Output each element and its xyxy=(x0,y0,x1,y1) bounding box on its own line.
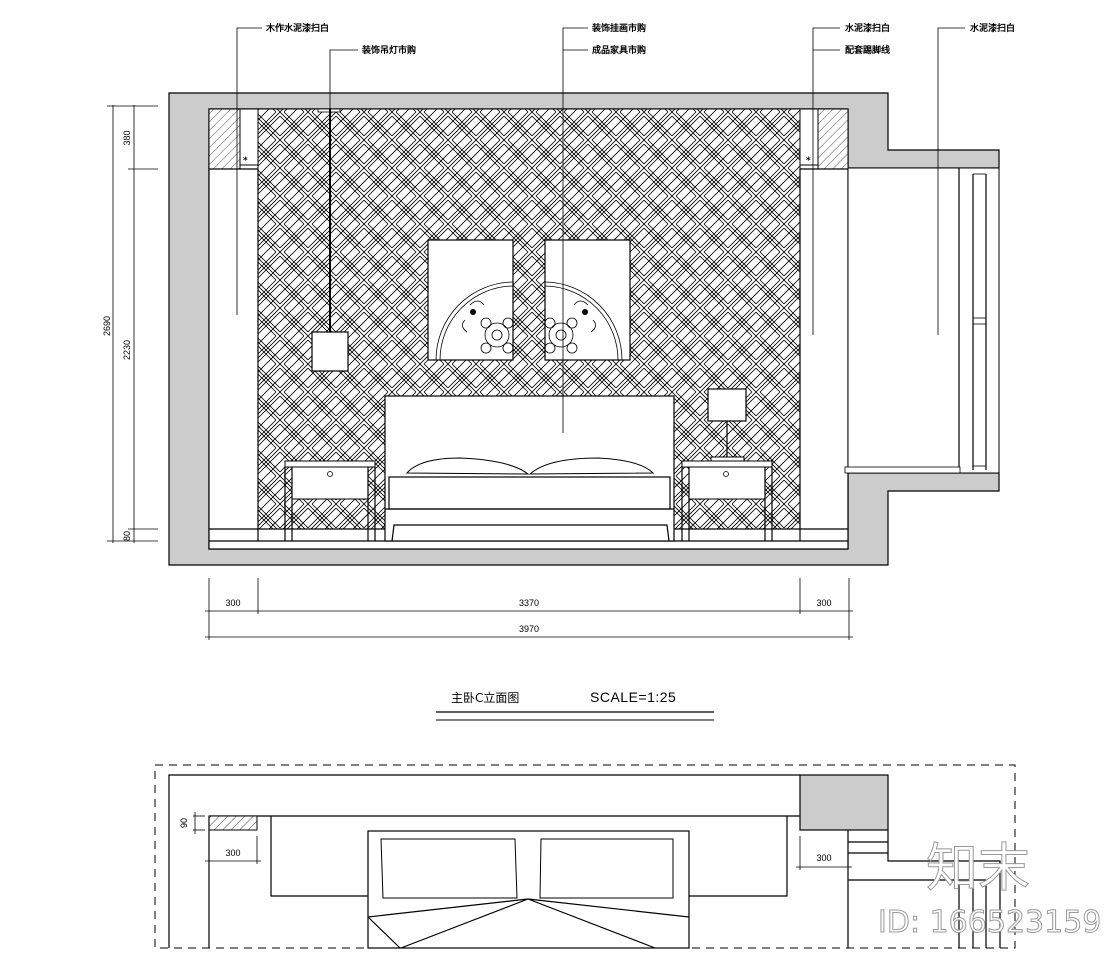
dim-total-width: 3970 xyxy=(519,624,539,634)
dim-plan-left-width: 300 xyxy=(225,848,240,858)
vertical-dimensions: 2690 380 2230 80 xyxy=(102,105,158,543)
dim-plan-depth: 90 xyxy=(179,818,189,828)
dim-left-width: 300 xyxy=(225,598,240,608)
plan-view: 90 300 300 xyxy=(154,764,1016,949)
dim-skirting-height: 80 xyxy=(122,531,132,541)
annotation-label: 水泥漆扫白 xyxy=(845,22,890,34)
annotations: 木作水泥漆扫白 装饰吊灯市购 装饰挂画市购 成品家具市购 水泥漆扫白 配套踢脚线… xyxy=(265,22,1015,56)
annotation-label: 水泥漆扫白 xyxy=(970,22,1015,34)
annotation-label: 装饰挂画市购 xyxy=(591,22,646,34)
pendant-lamp xyxy=(311,108,349,372)
watermark: 知末 ID: 166523159 xyxy=(878,839,1102,941)
wall-painting-right xyxy=(544,239,631,361)
annotation-label: 木作水泥漆扫白 xyxy=(265,22,329,34)
dim-wall-height: 2230 xyxy=(122,340,132,360)
dim-middle-width: 3370 xyxy=(519,598,539,608)
dim-right-width: 300 xyxy=(816,598,831,608)
ceiling-bulkhead-left xyxy=(208,108,241,170)
cove-light-icon: * xyxy=(243,156,248,166)
drawing-scale: SCALE=1:25 xyxy=(590,689,676,705)
elevation-view: * * xyxy=(168,92,1000,566)
annotation-leaders xyxy=(236,27,965,433)
table-lamp xyxy=(707,388,747,462)
watermark-brand: 知末 xyxy=(926,839,1030,899)
bed xyxy=(384,395,675,542)
annotation-label: 配套踢脚线 xyxy=(845,44,890,56)
nightstand-right xyxy=(681,460,773,541)
drawing-title: 主卧C立面图 xyxy=(451,690,519,705)
annotation-label: 成品家具市购 xyxy=(592,44,646,56)
dim-total-height: 2690 xyxy=(102,316,112,336)
annotation-label: 装饰吊灯市购 xyxy=(361,44,416,56)
nightstand-left xyxy=(284,460,376,541)
cove-light-icon: * xyxy=(806,156,811,166)
plan-bulkhead-hatch xyxy=(208,815,258,831)
drawing-title-block: 主卧C立面图 SCALE=1:25 xyxy=(436,689,714,721)
dim-plan-right-width: 300 xyxy=(816,853,831,863)
dim-ceiling-height: 380 xyxy=(122,130,132,145)
wall-painting-left xyxy=(427,239,514,361)
watermark-id: ID: 166523159 xyxy=(878,905,1101,940)
horizontal-dimensions: 300 3370 300 3970 xyxy=(205,578,853,640)
ceiling-bulkhead-right xyxy=(817,108,849,170)
